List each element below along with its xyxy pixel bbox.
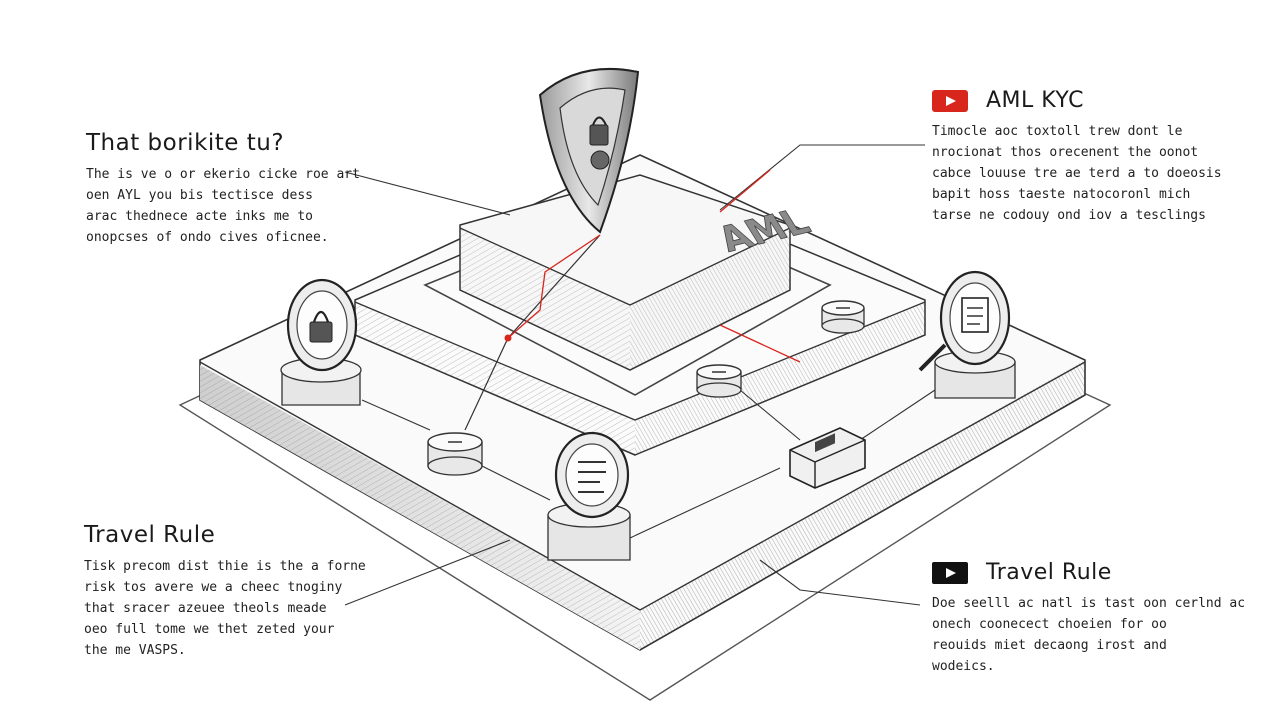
wallet-icon [789, 427, 866, 489]
callout-line: arac thednece acte inks me to [86, 209, 313, 224]
callout-line: nrocionat thos orecenent the oonot [932, 145, 1199, 160]
callout-line: that sracer azeuee theols meade [84, 601, 327, 616]
callout-line: wodeics. [932, 659, 995, 674]
callout-line: The is ve o or ekerio cicke roe art [86, 167, 360, 182]
callout-body: Tisk precom dist thie is the a forne ris… [84, 556, 366, 661]
callout-line: Tisk precom dist thie is the a forne [84, 559, 366, 574]
callout-line: oen AYL you bis tectisce dess [86, 188, 313, 203]
callout-body: Timocle aoc toxtoll trew dont le nrocion… [932, 121, 1222, 226]
callout-line: tarse ne codouy ond iov a tesclings [932, 208, 1206, 223]
callout-line: Doe seelll ac natl is tast oon cerlnd ac [932, 596, 1246, 611]
connector-lines [344, 144, 936, 606]
platform-label: AML [710, 201, 817, 259]
callout-heading: AML KYC [986, 88, 1085, 113]
callout-bottom-right: Travel Rule Doe seelll ac natl is tast o… [932, 560, 1245, 677]
video-play-icon [932, 561, 968, 584]
magnifier-icon [918, 270, 1016, 399]
callout-heading: That borikite tu? [86, 130, 285, 156]
callout-line: reouids miet decaong irost and [932, 638, 1167, 653]
callout-heading: Travel Rule [84, 522, 216, 548]
callout-bottom-left: Travel Rule Tisk precom dist thie is the… [84, 522, 366, 661]
document-icon [547, 431, 631, 561]
top-block: AML [459, 174, 818, 371]
video-play-icon [932, 89, 968, 112]
padlock-icon [280, 278, 362, 406]
callout-line: onopcses of ondo cives oficnee. [86, 230, 329, 245]
callout-line: bapit hoss taeste natocoronl mich [932, 187, 1191, 202]
callout-body: Doe seelll ac natl is tast oon cerlnd ac… [932, 593, 1245, 677]
callout-top-left: That borikite tu? The is ve o or ekerio … [86, 130, 360, 248]
shield-lock-icon [538, 67, 640, 234]
callout-top-right: AML KYC Timocle aoc toxtoll trew dont le… [932, 88, 1222, 226]
callout-line: onech coonecect choeien for oo [932, 617, 1167, 632]
node-icon [427, 300, 865, 476]
callout-line: oeo full tome we thet zeted your [84, 622, 335, 637]
callout-heading: Travel Rule [986, 560, 1112, 585]
callout-body: The is ve o or ekerio cicke roe art oen … [86, 164, 360, 248]
callout-line: the me VASPS. [84, 643, 186, 658]
callout-line: cabce louuse tre ae terd a to doeosis [932, 166, 1222, 181]
callout-line: Timocle aoc toxtoll trew dont le [932, 124, 1183, 139]
callout-line: risk tos avere we a cheec tnoginy [84, 580, 343, 595]
